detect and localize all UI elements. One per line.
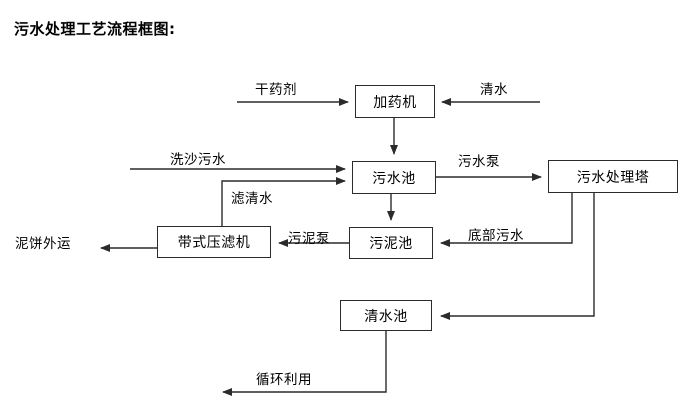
node-sludge-pool[interactable]: 污泥池 <box>349 227 433 259</box>
label-clean-water: 清水 <box>480 82 508 98</box>
edge-tower-to-clear-water-pool <box>440 193 595 320</box>
label-bottom-wastewater: 底部污水 <box>468 228 524 244</box>
label-wastewater-pump: 污水泵 <box>458 154 500 170</box>
label-recycle-reuse: 循环利用 <box>256 372 312 388</box>
node-wastewater-pool[interactable]: 污水池 <box>352 161 436 194</box>
edge-clear-water-recycle <box>222 331 387 396</box>
page-title: 污水处理工艺流程框图: <box>14 20 176 38</box>
edge-filtered-water-to-wastewater-pool <box>221 177 346 226</box>
node-treatment-tower[interactable]: 污水处理塔 <box>548 160 678 193</box>
label-mud-cake-transport: 泥饼外运 <box>15 236 71 252</box>
node-dosing-machine[interactable]: 加药机 <box>355 85 435 118</box>
node-clear-water-pool[interactable]: 清水池 <box>340 300 432 331</box>
label-filtered-clear-water: 滤清水 <box>231 191 273 207</box>
label-sand-wash-wastewater: 洗沙污水 <box>170 152 226 168</box>
label-sludge-pump: 污泥泵 <box>288 231 330 247</box>
node-belt-filter-press[interactable]: 带式压滤机 <box>157 226 271 258</box>
edge-bottom-wastewater-to-sludge-pool <box>440 193 573 247</box>
label-dry-reagent: 干药剂 <box>255 82 297 98</box>
